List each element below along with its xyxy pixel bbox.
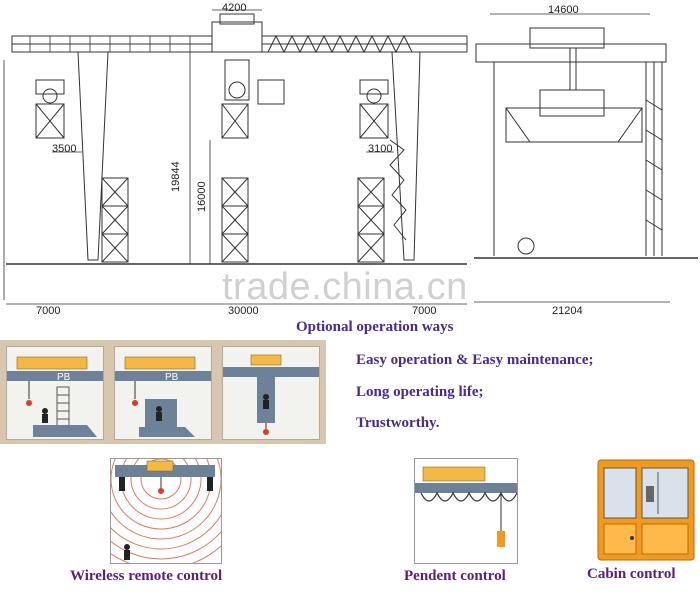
caption-pendent-control: Pendent control (404, 568, 506, 584)
feature-2: Long operating life; (356, 384, 484, 400)
dim-side-width: 14600 (548, 4, 579, 16)
wireless-remote-illustration (110, 458, 222, 564)
platform-illustration-icon: PB (115, 356, 211, 437)
operation-panel-trolley-cab (222, 346, 320, 440)
operation-illustrations: PB PB (0, 340, 326, 444)
feature-1: Easy operation & Easy maintenance; (356, 352, 594, 368)
dim-top-span: 4200 (222, 2, 247, 14)
trolley-cab-illustration-icon (223, 354, 319, 435)
operation-panel-platform: PB (114, 346, 212, 440)
ladder-illustration-icon: PB (7, 356, 103, 437)
dim-bottom-right: 7000 (412, 305, 437, 317)
caption-wireless-remote: Wireless remote control (70, 568, 223, 584)
front-view-drawing (3, 9, 468, 305)
dim-bottom-mid: 30000 (228, 305, 259, 317)
watermark: trade.china.cn (222, 266, 468, 308)
dim-leg-right: 3100 (368, 143, 393, 155)
dim-side-bottom: 21204 (552, 305, 583, 317)
pendent-control-illustration (414, 458, 518, 564)
caption-cabin-control: Cabin control (587, 566, 676, 582)
svg-text:PB: PB (165, 372, 179, 383)
cabin-icon (597, 459, 695, 561)
pendent-cable-icon (415, 466, 517, 547)
feature-3: Trustworthy. (356, 415, 440, 431)
operation-panel-ladder: PB (6, 346, 104, 440)
dim-total-height: 19844 (170, 161, 182, 192)
dim-lift-height: 16000 (196, 181, 208, 212)
side-view-drawing (474, 13, 698, 303)
operation-title: Optional operation ways (296, 319, 454, 335)
wireless-signal-icon (111, 459, 221, 563)
dim-leg-left: 3500 (52, 143, 77, 155)
svg-text:PB: PB (57, 372, 71, 383)
cabin-control-illustration (596, 458, 696, 562)
dim-bottom-left: 7000 (36, 305, 61, 317)
